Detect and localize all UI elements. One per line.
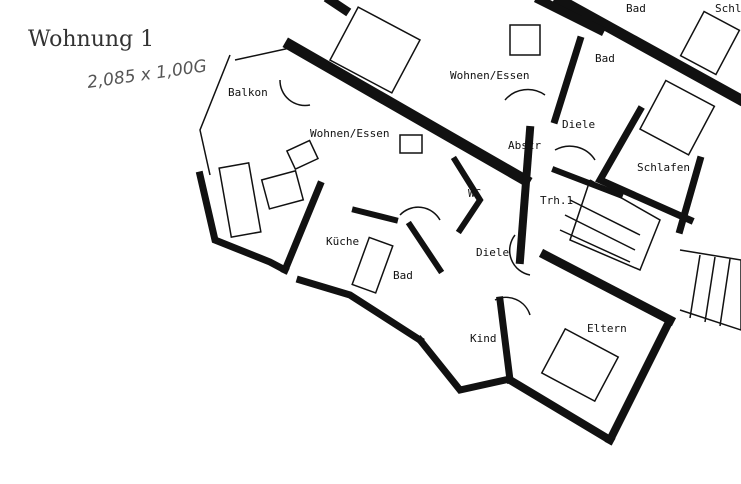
room-label-bad: Bad — [393, 269, 413, 282]
room-label-wc: WC — [468, 187, 481, 200]
label-backdrop — [624, 1, 650, 14]
scale-note: 2,085 x 1,00G — [86, 56, 208, 93]
room-label-kind: Kind — [470, 332, 497, 345]
walls — [195, 0, 741, 446]
room-label-treppenhaus: Trh.1 — [540, 194, 573, 207]
room-label-diele: Diele — [476, 246, 509, 259]
room-label-wohnen-essen-neighbor: Wohnen/Essen — [450, 69, 529, 82]
apartment-title: Wohnung 1 — [28, 27, 154, 52]
room-label-bad-neighbor: Bad — [595, 52, 615, 65]
room-label-schl-top: Schl — [715, 2, 741, 15]
room-label-diele-neighbor: Diele — [562, 118, 595, 131]
room-label-schlafen: Schlafen — [637, 161, 690, 174]
room-label-eltern: Eltern — [587, 322, 627, 335]
room-label-kueche: Küche — [326, 235, 359, 248]
room-label-abstr: Abstr — [508, 139, 541, 152]
room-label-wohnen-essen: Wohnen/Essen — [310, 127, 389, 140]
room-label-balkon: Balkon — [228, 86, 268, 99]
thin-lines — [199, 6, 741, 403]
room-label-bad-top: Bad — [626, 2, 646, 15]
